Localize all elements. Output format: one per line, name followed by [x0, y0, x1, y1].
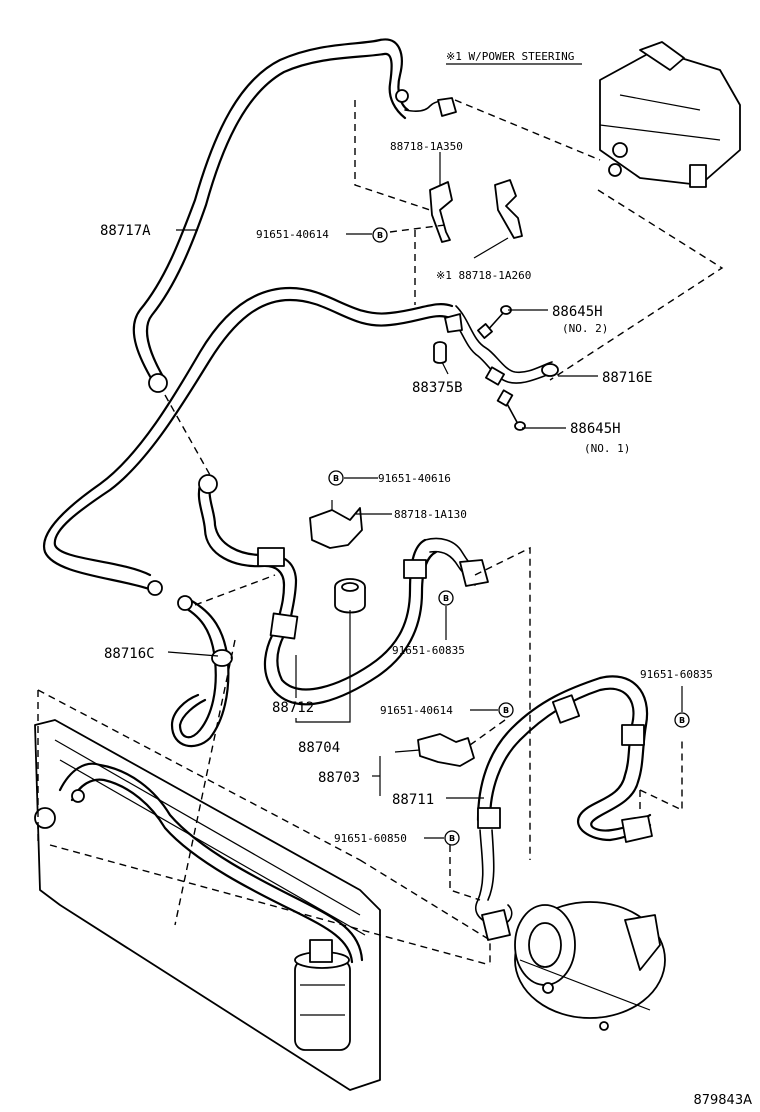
label-88716E: 88716E: [602, 370, 653, 386]
label-91651-60835-right: 91651-60835: [640, 668, 713, 681]
label-no2: (NO. 2): [562, 322, 608, 335]
label-88712: 88712: [272, 700, 314, 716]
dashed-guides: [37, 99, 724, 966]
cap-88645H-no2: [477, 305, 512, 339]
hose-88717A: [132, 38, 457, 393]
label-88718-1A130: 88718-1A130: [394, 508, 467, 521]
svg-text:B: B: [443, 594, 449, 603]
label-88718-1A260: ※1 88718-1A260: [436, 269, 531, 282]
bracket-88718-1A350: [429, 181, 453, 243]
bolt-marker: B: [674, 712, 690, 728]
clamp-88703: [394, 733, 475, 767]
label-88718-1A350: 88718-1A350: [390, 140, 463, 153]
hose-88711: [475, 675, 653, 941]
svg-text:B: B: [377, 231, 383, 240]
bolt-marker: B: [372, 227, 388, 243]
label-91651-40616: 91651-40616: [378, 472, 451, 485]
svg-text:B: B: [333, 474, 339, 483]
grommet-88704: [334, 578, 366, 614]
hose-88716E: [42, 286, 559, 596]
label-88717A: 88717A: [100, 223, 151, 239]
leader-lines: [167, 152, 683, 839]
label-88375B: 88375B: [412, 380, 463, 396]
bolt-marker: B: [498, 702, 514, 718]
power-steering-reservoir: [599, 41, 741, 188]
label-91651-60835-mid: 91651-60835: [392, 644, 465, 657]
diagram-code: 879843A: [693, 1093, 752, 1108]
hose-88712: [263, 537, 489, 706]
bolt-marker: B: [328, 470, 344, 486]
bracket-88718-1A260: [494, 179, 523, 239]
label-no1: (NO. 1): [584, 442, 630, 455]
compressor: [514, 901, 666, 1031]
svg-text:B: B: [503, 706, 509, 715]
cap-88375B: [433, 341, 447, 364]
svg-text:B: B: [449, 834, 455, 843]
label-88703: 88703: [318, 770, 360, 786]
bracket-88718-1A130: [309, 500, 363, 549]
label-88711: 88711: [392, 792, 434, 808]
note-power-steering: ※1 W/POWER STEERING: [446, 50, 574, 63]
label-88645H-no2: 88645H: [552, 304, 603, 320]
bolt-marker: B: [444, 830, 460, 846]
label-91651-40614-bot: 91651-40614: [380, 704, 453, 717]
cap-88645H-no1: [496, 389, 526, 431]
label-91651-40614-top: 91651-40614: [256, 228, 329, 241]
label-88716C: 88716C: [104, 646, 155, 662]
svg-text:B: B: [679, 716, 685, 725]
label-88645H-no1: 88645H: [570, 421, 621, 437]
condenser: [34, 719, 381, 1091]
hose-88716C: [170, 474, 298, 748]
label-88704: 88704: [298, 740, 340, 756]
bolt-marker: B: [438, 590, 454, 606]
label-91651-60850: 91651-60850: [334, 832, 407, 845]
